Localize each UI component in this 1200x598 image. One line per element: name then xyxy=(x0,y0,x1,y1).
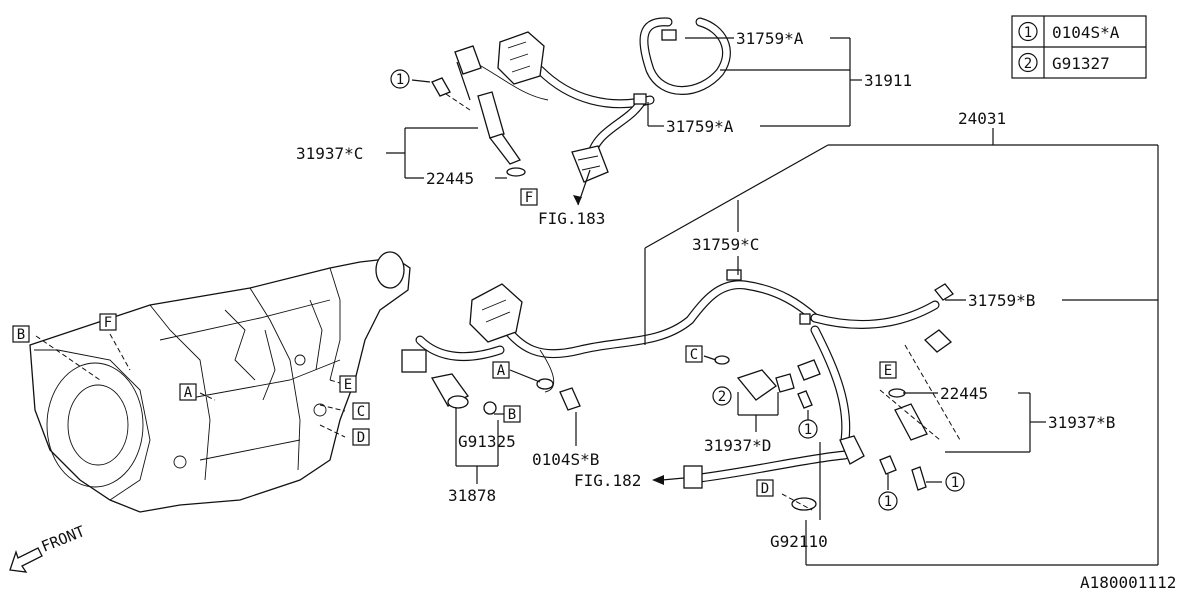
legend-code-2: G91327 xyxy=(1052,54,1110,73)
gasket-g92110 xyxy=(781,493,817,511)
marker-1-right: 1 xyxy=(945,472,965,492)
marker-b-mid: B xyxy=(503,405,521,423)
marker-e-left: E xyxy=(339,375,357,393)
label-fig182: FIG.182 xyxy=(574,471,641,490)
marker-f-top-text: F xyxy=(525,190,533,206)
label-31937c: 31937*C xyxy=(296,144,363,163)
marker-1-right-text: 1 xyxy=(951,475,959,491)
label-31937d: 31937*D xyxy=(704,436,771,455)
legend-table: 1 0104S*A 2 G91327 xyxy=(1011,15,1147,79)
sensor-31878 xyxy=(430,369,581,484)
label-fig183: FIG.183 xyxy=(538,209,605,228)
marker-d-mid: D xyxy=(756,479,774,497)
transmission-leaders xyxy=(35,333,346,438)
marker-e-right: E xyxy=(879,361,897,379)
label-0104sb: 0104S*B xyxy=(532,450,599,469)
sensor-31937d xyxy=(703,355,821,432)
top-leaders xyxy=(386,37,862,206)
label-g92110: G92110 xyxy=(770,532,828,551)
marker-1-top: 1 xyxy=(390,69,410,89)
front-arrow xyxy=(9,547,43,573)
marker-d-left: D xyxy=(352,428,370,446)
marker-e-left-text: E xyxy=(344,377,352,393)
legend-symbol-1: 1 xyxy=(1024,25,1032,41)
marker-f-left: F xyxy=(99,313,117,331)
label-g91325: G91325 xyxy=(458,432,516,451)
marker-b-left: B xyxy=(12,325,30,343)
sensor-31937c xyxy=(431,61,526,177)
label-24031: 24031 xyxy=(958,109,1006,128)
marker-1-bolt-low: 1 xyxy=(878,491,898,511)
label-front: FRONT xyxy=(39,522,88,556)
label-ref: A180001112 xyxy=(1080,573,1176,592)
marker-d-mid-text: D xyxy=(761,481,769,497)
label-31759c: 31759*C xyxy=(692,235,759,254)
legend-symbol-2: 2 xyxy=(1024,56,1032,72)
marker-1-top-text: 1 xyxy=(396,72,404,88)
marker-a-left-text: A xyxy=(184,385,193,401)
label-31759b: 31759*B xyxy=(968,291,1035,310)
marker-a-mid: A xyxy=(492,361,510,379)
marker-b-mid-text: B xyxy=(508,407,516,423)
marker-a-left: A xyxy=(179,383,197,401)
marker-2-mid: 2 xyxy=(712,386,732,406)
marker-f-top: F xyxy=(520,188,538,206)
legend-code-1: 0104S*A xyxy=(1052,23,1120,42)
marker-b-left-text: B xyxy=(17,327,25,343)
label-31759a-bottom: 31759*A xyxy=(666,117,734,136)
transmission-assembly xyxy=(29,251,411,513)
marker-f-left-text: F xyxy=(104,315,112,331)
label-31878: 31878 xyxy=(448,486,496,505)
marker-2-mid-text: 2 xyxy=(718,389,726,405)
label-31911: 31911 xyxy=(864,71,912,90)
bolts-right xyxy=(879,455,942,490)
marker-a-mid-text: A xyxy=(497,363,506,379)
marker-d-left-text: D xyxy=(357,430,365,446)
marker-c-left: C xyxy=(352,402,370,420)
sensor-31937b xyxy=(879,344,1046,491)
marker-c-mid: C xyxy=(685,345,703,363)
marker-c-left-text: C xyxy=(357,404,365,420)
label-31937b: 31937*B xyxy=(1048,413,1115,432)
marker-c-mid-text: C xyxy=(690,347,698,363)
harness-24031 xyxy=(401,269,954,489)
harness-31911 xyxy=(454,17,731,183)
label-22445-top: 22445 xyxy=(426,169,474,188)
label-31759a-top: 31759*A xyxy=(736,29,804,48)
label-22445-right: 22445 xyxy=(940,384,988,403)
leaders-24031 xyxy=(644,128,1159,566)
marker-e-right-text: E xyxy=(884,363,892,379)
marker-1-mid-text: 1 xyxy=(804,422,812,438)
marker-1-mid: 1 xyxy=(798,419,818,439)
marker-1-bolt-low-text: 1 xyxy=(884,494,892,510)
